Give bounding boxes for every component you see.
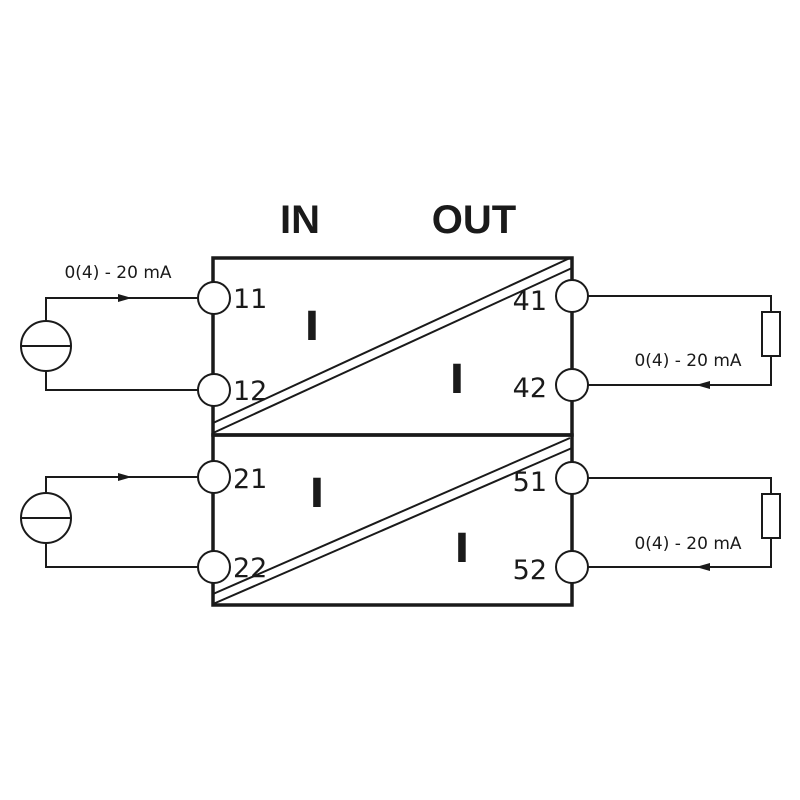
terminal-12-label: 12 (233, 376, 267, 407)
terminal-12 (197, 373, 231, 407)
channel-1-input-arrow (118, 294, 132, 302)
terminal-42 (555, 368, 589, 402)
terminal-21-label: 21 (233, 464, 267, 495)
channel-2-output-current-label: 0(4) - 20 mA (634, 534, 741, 554)
channel-2-module-box (211, 433, 574, 607)
terminal-11-label: 11 (233, 284, 267, 315)
in-header: IN (280, 198, 320, 242)
channel-2-isolation-barrier (212, 437, 573, 605)
channel-1-output-symbol: I (450, 357, 465, 403)
terminal-42-label: 42 (513, 373, 547, 404)
channel-1-input-symbol: I (305, 304, 320, 350)
out-header: OUT (432, 198, 516, 242)
channel-2-load-resistor (588, 477, 781, 571)
channel-1-current-source (20, 294, 199, 391)
channel-2-input-symbol: I (310, 471, 325, 517)
channel-1-isolation-barrier (212, 257, 573, 434)
terminal-52-label: 52 (513, 555, 547, 586)
terminal-41 (555, 279, 589, 313)
channel-1-output-current-label: 0(4) - 20 mA (634, 351, 741, 371)
terminal-21 (197, 460, 231, 494)
channel-1-output-arrow (696, 381, 710, 389)
channel-1-input-current-label: 0(4) - 20 mA (64, 263, 171, 283)
terminal-41-label: 41 (513, 286, 547, 317)
channel-2-output-arrow (696, 563, 710, 571)
channel-2-current-source (20, 473, 199, 568)
channel-2-input-arrow (118, 473, 132, 481)
terminal-51 (555, 461, 589, 495)
channel-1: 0(4) - 20 mA 11 12 0(4) - 20 mA 41 42 I … (20, 256, 781, 437)
terminal-51-label: 51 (513, 467, 547, 498)
channel-2-output-symbol: I (455, 526, 470, 572)
terminal-11 (197, 281, 231, 315)
channel-1-load-resistor (588, 295, 781, 389)
terminal-52 (555, 550, 589, 584)
terminal-22 (197, 550, 231, 584)
channel-2: 21 22 0(4) - 20 mA 51 52 I I (20, 433, 781, 607)
terminal-22-label: 22 (233, 553, 267, 584)
